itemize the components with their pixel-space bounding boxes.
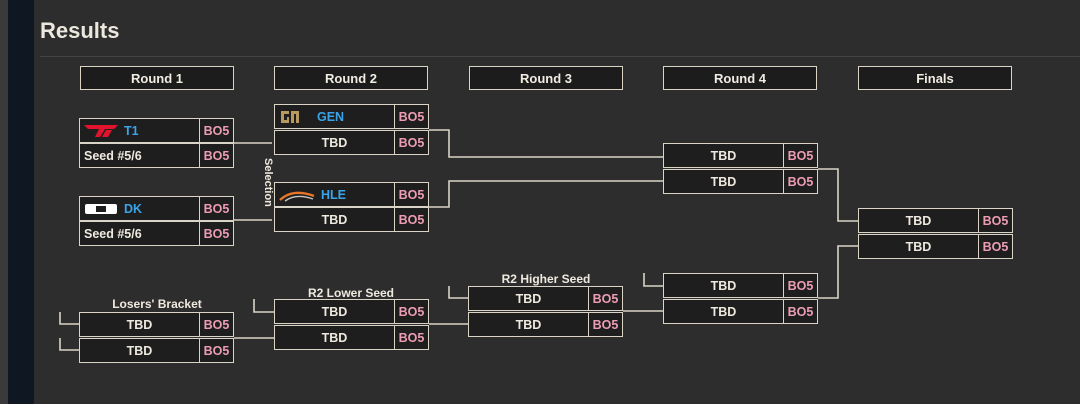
- best-of-label: BO5: [199, 119, 233, 142]
- selection-label: Selection: [262, 157, 274, 207]
- best-of-label: BO5: [199, 222, 233, 245]
- best-of-label: BO5: [588, 313, 622, 336]
- best-of-label: BO5: [394, 131, 428, 154]
- match-slot[interactable]: TBD BO5: [79, 338, 234, 363]
- team-name: DK: [124, 201, 143, 216]
- match-slot[interactable]: TBD BO5: [274, 207, 429, 232]
- best-of-label: BO5: [199, 339, 233, 362]
- team-name: TBD: [515, 317, 542, 332]
- team-name: TBD: [710, 148, 737, 163]
- best-of-label: BO5: [783, 170, 817, 193]
- match-slot[interactable]: TBD BO5: [663, 143, 818, 168]
- round-header-4: Round 4: [663, 66, 817, 90]
- match-slot[interactable]: TBD BO5: [274, 325, 429, 350]
- title-divider: [40, 56, 1080, 57]
- match-slot[interactable]: TBD BO5: [663, 273, 818, 298]
- gen-logo-icon: [281, 110, 299, 123]
- best-of-label: BO5: [394, 183, 428, 206]
- best-of-label: BO5: [394, 326, 428, 349]
- team-name: TBD: [126, 317, 153, 332]
- best-of-label: BO5: [394, 300, 428, 323]
- team-name: TBD: [515, 291, 542, 306]
- hle-logo-icon: [279, 191, 315, 202]
- team-name: TBD: [321, 304, 348, 319]
- best-of-label: BO5: [199, 197, 233, 220]
- best-of-label: BO5: [199, 313, 233, 336]
- window-left-edge: [0, 0, 8, 404]
- match-slot[interactable]: TBD BO5: [858, 208, 1013, 233]
- round-header-2: Round 2: [274, 66, 428, 90]
- team-name: TBD: [321, 135, 348, 150]
- best-of-label: BO5: [978, 235, 1012, 258]
- team-name: HLE: [321, 187, 346, 202]
- team-name: TBD: [321, 330, 348, 345]
- match-slot[interactable]: TBD BO5: [663, 299, 818, 324]
- round-header-3: Round 3: [469, 66, 623, 90]
- best-of-label: BO5: [978, 209, 1012, 232]
- match-slot[interactable]: Seed #5/6 BO5: [79, 221, 234, 246]
- match-slot[interactable]: TBD BO5: [79, 312, 234, 337]
- round-header-finals: Finals: [858, 66, 1012, 90]
- team-name: TBD: [905, 239, 932, 254]
- team-name: TBD: [905, 213, 932, 228]
- team-name: TBD: [126, 343, 153, 358]
- team-name: Seed #5/6: [84, 226, 142, 241]
- match-slot[interactable]: Seed #5/6 BO5: [79, 143, 234, 168]
- match-slot[interactable]: DK BO5: [79, 196, 234, 221]
- best-of-label: BO5: [394, 105, 428, 128]
- match-slot[interactable]: T1 BO5: [79, 118, 234, 143]
- best-of-label: BO5: [783, 300, 817, 323]
- round-header-1: Round 1: [80, 66, 234, 90]
- r2-lower-seed-label: R2 Lower Seed: [307, 286, 395, 300]
- match-slot[interactable]: TBD BO5: [274, 299, 429, 324]
- team-name: Seed #5/6: [84, 148, 142, 163]
- dk-logo-icon: [85, 203, 117, 214]
- team-name: TBD: [321, 212, 348, 227]
- match-slot[interactable]: HLE BO5: [274, 182, 429, 207]
- best-of-label: BO5: [783, 144, 817, 167]
- best-of-label: BO5: [588, 287, 622, 310]
- team-name: T1: [124, 123, 139, 138]
- losers-bracket-label: Losers' Bracket: [112, 297, 202, 311]
- best-of-label: BO5: [783, 274, 817, 297]
- match-slot[interactable]: TBD BO5: [468, 286, 623, 311]
- match-slot[interactable]: TBD BO5: [858, 234, 1013, 259]
- match-slot[interactable]: TBD BO5: [468, 312, 623, 337]
- team-name: GEN: [317, 109, 345, 124]
- match-slot[interactable]: TBD BO5: [663, 169, 818, 194]
- r2-higher-seed-label: R2 Higher Seed: [501, 272, 591, 286]
- t1-logo-icon: [84, 124, 118, 137]
- match-slot[interactable]: GEN BO5: [274, 104, 429, 129]
- side-strip: [8, 0, 34, 404]
- match-slot[interactable]: TBD BO5: [274, 130, 429, 155]
- best-of-label: BO5: [394, 208, 428, 231]
- page-title: Results: [40, 18, 120, 43]
- best-of-label: BO5: [199, 144, 233, 167]
- team-name: TBD: [710, 304, 737, 319]
- team-name: TBD: [710, 278, 737, 293]
- team-name: TBD: [710, 174, 737, 189]
